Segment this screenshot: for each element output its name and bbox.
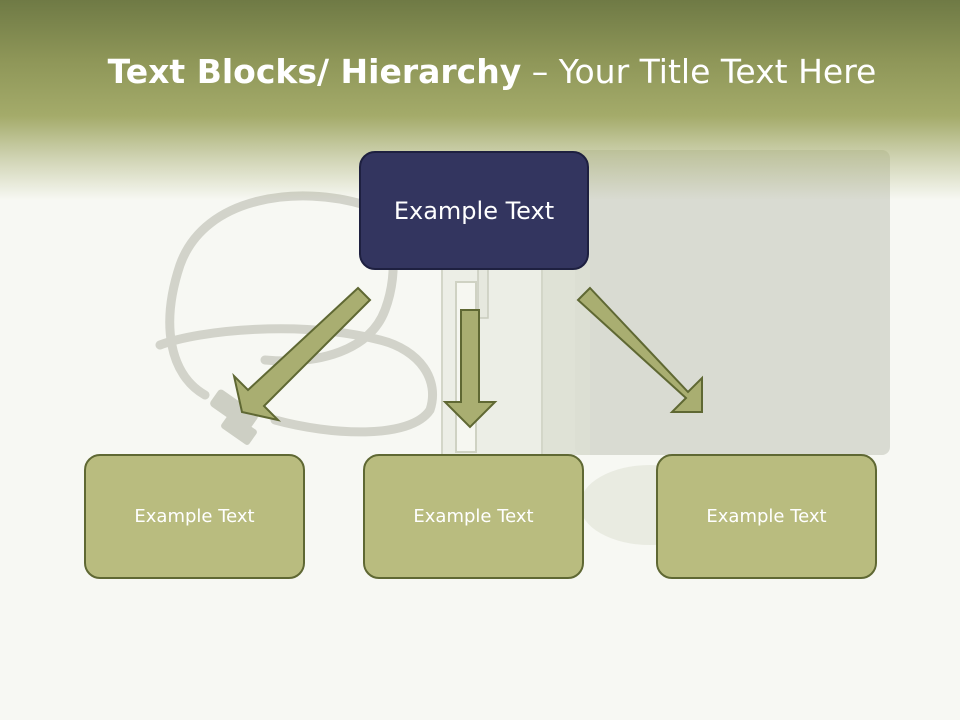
child-text-box-middle: Example Text [363,454,584,579]
drive-body [575,150,890,455]
arrow-to-right-box [576,286,703,413]
child-text-box-label: Example Text [706,506,827,527]
child-text-box-right: Example Text [656,454,877,579]
child-text-box-label: Example Text [413,506,534,527]
title-rest-part: – Your Title Text Here [521,52,877,91]
title-bold-part: Text Blocks/ Hierarchy [107,52,522,91]
child-text-box-label: Example Text [134,506,255,527]
slide-title: Text Blocks/ Hierarchy – Your Title Text… [0,52,960,91]
arrow-to-middle-box [442,309,498,429]
cable-plug [210,389,258,445]
child-text-box-left: Example Text [84,454,305,579]
top-text-box-label: Example Text [393,196,555,225]
arrow-to-left-box [232,286,372,422]
top-text-box: Example Text [359,151,589,270]
